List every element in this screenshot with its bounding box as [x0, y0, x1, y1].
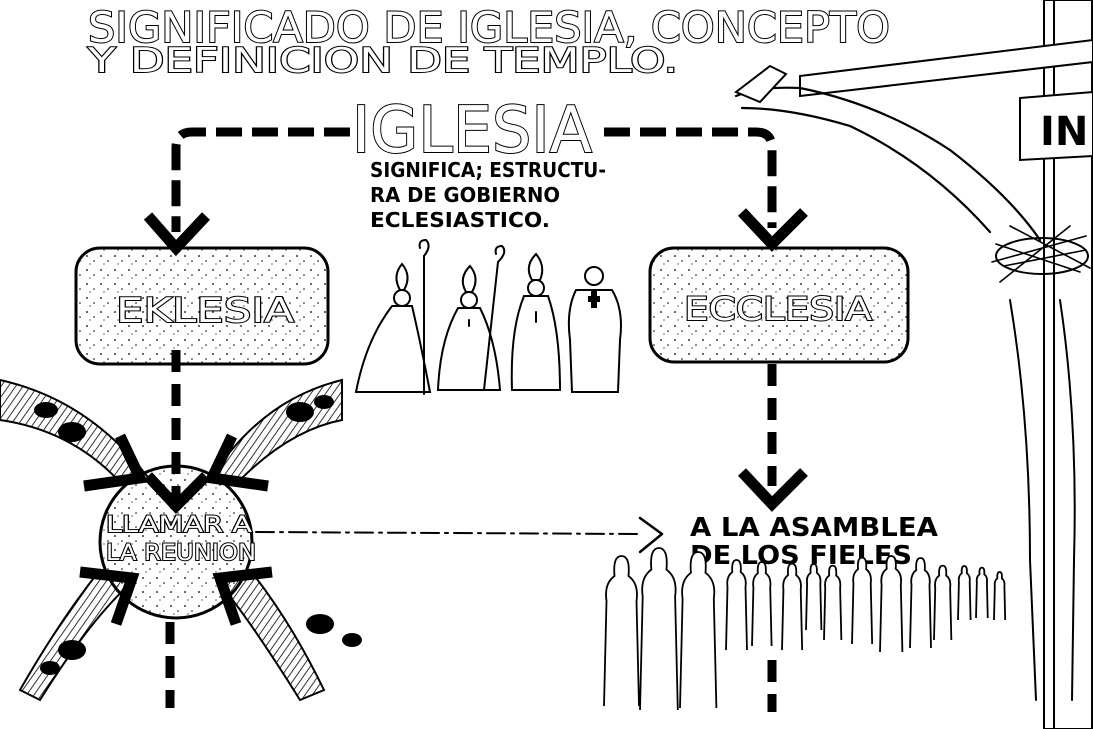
- meeting-label-line-1: LLAMAR A: [106, 513, 252, 538]
- crowd-person: [823, 564, 843, 641]
- crowd-person: [909, 557, 932, 649]
- box-ecclesia: ECCLESIA: [648, 246, 910, 364]
- crowd-person: [805, 563, 823, 631]
- description-line-3: ECLESIASTICO.: [370, 208, 550, 232]
- crowd-person: [879, 555, 904, 653]
- title: SIGNIFICADO DE IGLESIA, CONCEPTO Y DEFIN…: [86, 2, 891, 82]
- crucifix-inscription: IN: [1040, 109, 1088, 155]
- title-line-1: SIGNIFICADO DE IGLESIA, CONCEPTO: [88, 3, 890, 52]
- meeting-label-line-2: LA REUNION: [106, 541, 256, 566]
- crowd-person: [933, 564, 953, 641]
- box-eklesia: EKLESIA: [74, 246, 330, 366]
- bishops-illustration: [354, 239, 622, 395]
- description-line-1: SIGNIFICA; ESTRUCTU-: [370, 158, 606, 182]
- iglesia-description: SIGNIFICA; ESTRUCTU- RA DE GOBIERNO ECLE…: [370, 158, 606, 232]
- crowd-person: [851, 556, 874, 645]
- arrow-down-right: [737, 208, 808, 252]
- box-eklesia-label: EKLESIA: [116, 291, 294, 331]
- connector-right: [604, 127, 777, 228]
- meeting-circle: [98, 464, 254, 620]
- crowd-person: [975, 566, 989, 619]
- title-line-2: Y DEFINICION DE TEMPLO.: [87, 41, 678, 81]
- crucifix-illustration: IN: [734, 0, 1093, 729]
- crowd-person: [751, 561, 773, 647]
- assembly-label: A LA ASAMBLEA DE LOS FIELES: [690, 513, 938, 571]
- crowd-person: [639, 547, 679, 711]
- description-line-2: RA DE GOBIERNO: [370, 183, 560, 207]
- crowd-person: [603, 555, 640, 707]
- dash-dot-link: [255, 531, 641, 535]
- crowd-person: [993, 571, 1007, 621]
- crowd-person: [957, 565, 972, 621]
- arrow-to-assembly: [737, 468, 808, 512]
- connector-left: [171, 127, 350, 232]
- crowd-person: [725, 559, 748, 651]
- meeting-illustration: LLAMAR A LA REUNION: [0, 378, 362, 702]
- box-ecclesia-label: ECCLESIA: [684, 290, 872, 328]
- assembly-label-line-2: DE LOS FIELES: [690, 541, 912, 571]
- crowd-illustration: [603, 547, 1007, 711]
- dash-dot-arrowhead: [638, 516, 664, 554]
- crowd-person: [781, 562, 804, 651]
- iglesia-heading: IGLESIA: [352, 94, 592, 168]
- assembly-label-line-1: A LA ASAMBLEA: [690, 513, 938, 543]
- crowd-person: [679, 551, 718, 709]
